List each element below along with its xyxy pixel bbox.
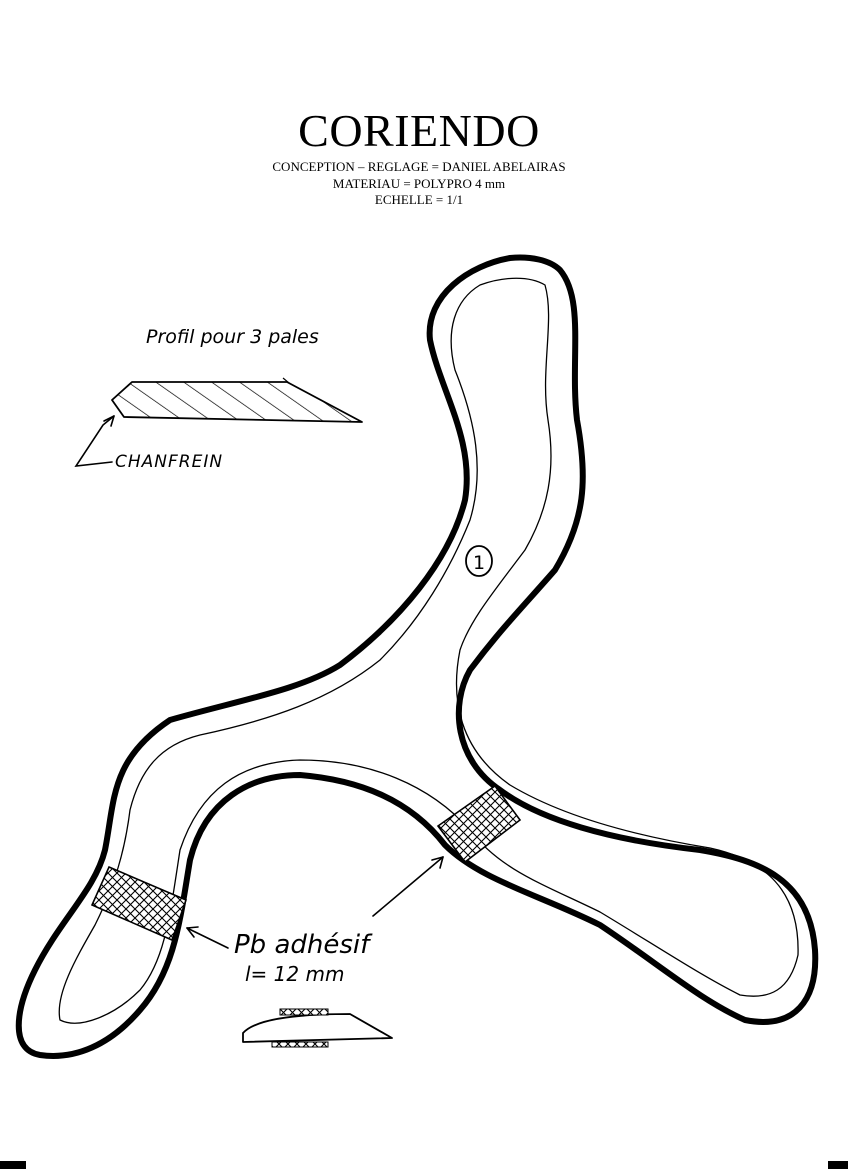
scan-mark-right xyxy=(828,1161,848,1169)
plan-title: CORIENDO xyxy=(298,105,540,156)
lead-weight-left xyxy=(90,865,188,942)
scan-mark-left xyxy=(0,1161,26,1169)
profile-title: Profil pour 3 pales xyxy=(146,326,319,348)
blade-number-marker: 1 xyxy=(465,545,493,577)
lead-weight-label: Pb adhésif xyxy=(234,930,370,960)
chamfer-label: CHANFREIN xyxy=(115,452,224,472)
lead-weight-right xyxy=(436,784,522,864)
weight-arrow-right xyxy=(372,856,444,917)
blade-profile-section xyxy=(111,377,363,423)
weight-section-detail xyxy=(242,1008,393,1048)
chamfer-arrow xyxy=(74,415,115,467)
boomerang-inner-line xyxy=(58,277,799,1024)
boomerang-outline xyxy=(15,254,819,1059)
material-line: MATERIAU = POLYPRO 4 mm xyxy=(332,176,506,191)
blade-number: 1 xyxy=(473,552,485,574)
weight-arrow-left xyxy=(186,926,229,949)
scale-line: ECHELLE = 1/1 xyxy=(374,192,464,207)
lead-weight-width: l= 12 mm xyxy=(245,962,345,986)
design-credit: CONCEPTION – REGLAGE = DANIEL ABELAIRAS xyxy=(272,159,566,174)
